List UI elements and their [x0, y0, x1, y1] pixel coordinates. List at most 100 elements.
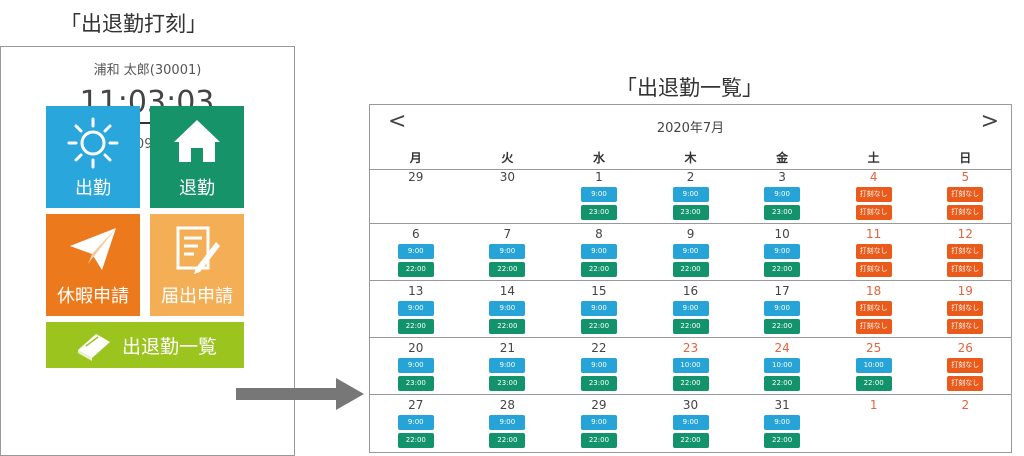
clock-in-badge[interactable]: 9:00 — [672, 301, 709, 316]
clock-in-button[interactable]: 出勤 — [46, 106, 140, 208]
clock-in-badge[interactable]: 9:00 — [672, 244, 709, 259]
clock-out-badge[interactable]: 22:00 — [397, 319, 434, 334]
calendar-day[interactable]: 30 — [462, 167, 554, 223]
calendar-day[interactable]: 29 — [370, 167, 462, 223]
clock-in-badge[interactable]: 打刻なし — [947, 301, 984, 316]
clock-out-badge[interactable]: 22:00 — [489, 433, 526, 448]
clock-out-badge[interactable]: 打刻なし — [947, 262, 984, 277]
clock-out-badge[interactable]: 打刻なし — [947, 319, 984, 334]
clock-out-button[interactable]: 退勤 — [150, 106, 244, 208]
clock-out-badge[interactable]: 22:00 — [580, 433, 617, 448]
clock-in-badge[interactable]: 9:00 — [580, 301, 617, 316]
attendance-list-button[interactable]: 出退勤一覧 — [46, 322, 244, 368]
clock-out-badge[interactable]: 22:00 — [764, 262, 801, 277]
clock-in-badge[interactable]: 9:00 — [764, 415, 801, 430]
next-month-button[interactable]: > — [980, 109, 999, 134]
clock-in-badge[interactable]: 9:00 — [489, 415, 526, 430]
clock-in-badge[interactable]: 9:00 — [489, 244, 526, 259]
clock-in-badge[interactable]: 打刻なし — [947, 358, 984, 373]
calendar-day[interactable]: 2 — [919, 395, 1011, 452]
clock-out-badge[interactable]: 22:00 — [855, 376, 892, 391]
clock-in-badge[interactable]: 9:00 — [397, 244, 434, 259]
clock-in-badge[interactable]: 10:00 — [672, 358, 709, 373]
clock-in-badge[interactable]: 打刻なし — [947, 244, 984, 259]
clock-out-badge[interactable]: 打刻なし — [855, 262, 892, 277]
clock-in-badge[interactable]: 9:00 — [764, 244, 801, 259]
leave-request-button[interactable]: 休暇申請 — [46, 214, 140, 316]
clock-in-badge[interactable]: 打刻なし — [855, 187, 892, 202]
clock-in-badge[interactable]: 10:00 — [855, 358, 892, 373]
clock-out-badge[interactable]: 22:00 — [672, 319, 709, 334]
clock-out-badge[interactable]: 22:00 — [764, 376, 801, 391]
clock-out-badge[interactable]: 打刻なし — [855, 205, 892, 220]
clock-in-badge[interactable]: 9:00 — [397, 301, 434, 316]
clock-out-badge[interactable]: 22:00 — [764, 433, 801, 448]
clock-out-badge[interactable]: 打刻なし — [947, 205, 984, 220]
clock-out-badge[interactable]: 23:00 — [580, 205, 617, 220]
calendar-day[interactable]: 1 — [828, 395, 920, 452]
clock-in-badge[interactable]: 9:00 — [672, 415, 709, 430]
clock-out-badge[interactable]: 22:00 — [580, 319, 617, 334]
clock-out-badge[interactable]: 23:00 — [489, 376, 526, 391]
clock-in-badge[interactable]: 打刻なし — [855, 301, 892, 316]
clock-out-badge[interactable]: 打刻なし — [947, 376, 984, 391]
clock-in-badge[interactable]: 9:00 — [672, 187, 709, 202]
clock-out-badge[interactable]: 22:00 — [397, 262, 434, 277]
clock-out-badge[interactable]: 22:00 — [672, 433, 709, 448]
clock-out-badge[interactable]: 23:00 — [580, 376, 617, 391]
clock-out-badge[interactable]: 22:00 — [397, 433, 434, 448]
clock-in-badge[interactable]: 9:00 — [489, 301, 526, 316]
clock-in-badge[interactable]: 9:00 — [397, 358, 434, 373]
clock-in-badge[interactable]: 9:00 — [580, 415, 617, 430]
clock-out-badge[interactable]: 打刻なし — [855, 319, 892, 334]
clock-in-badge[interactable]: 打刻なし — [855, 244, 892, 259]
clock-in-badge[interactable]: 9:00 — [397, 415, 434, 430]
clock-in-badge[interactable]: 打刻なし — [947, 187, 984, 202]
clock-in-badge[interactable]: 9:00 — [580, 358, 617, 373]
clock-out-badge[interactable]: 22:00 — [764, 319, 801, 334]
clock-out-badge[interactable]: 22:00 — [672, 262, 709, 277]
clock-out-badge[interactable]: 23:00 — [397, 376, 434, 391]
clock-out-badge[interactable]: 23:00 — [764, 205, 801, 220]
clock-in-badge[interactable]: 9:00 — [764, 187, 801, 202]
clock-out-badge[interactable]: 22:00 — [672, 376, 709, 391]
clock-out-badge[interactable]: 23:00 — [672, 205, 709, 220]
prev-month-button[interactable]: < — [388, 109, 407, 134]
clock-in-badge[interactable]: 9:00 — [764, 301, 801, 316]
clock-out-badge[interactable]: 22:00 — [489, 319, 526, 334]
clock-in-badge[interactable]: 9:00 — [489, 358, 526, 373]
clock-out-badge[interactable]: 22:00 — [580, 262, 617, 277]
clock-in-badge[interactable]: 10:00 — [764, 358, 801, 373]
clock-out-badge[interactable]: 22:00 — [489, 262, 526, 277]
